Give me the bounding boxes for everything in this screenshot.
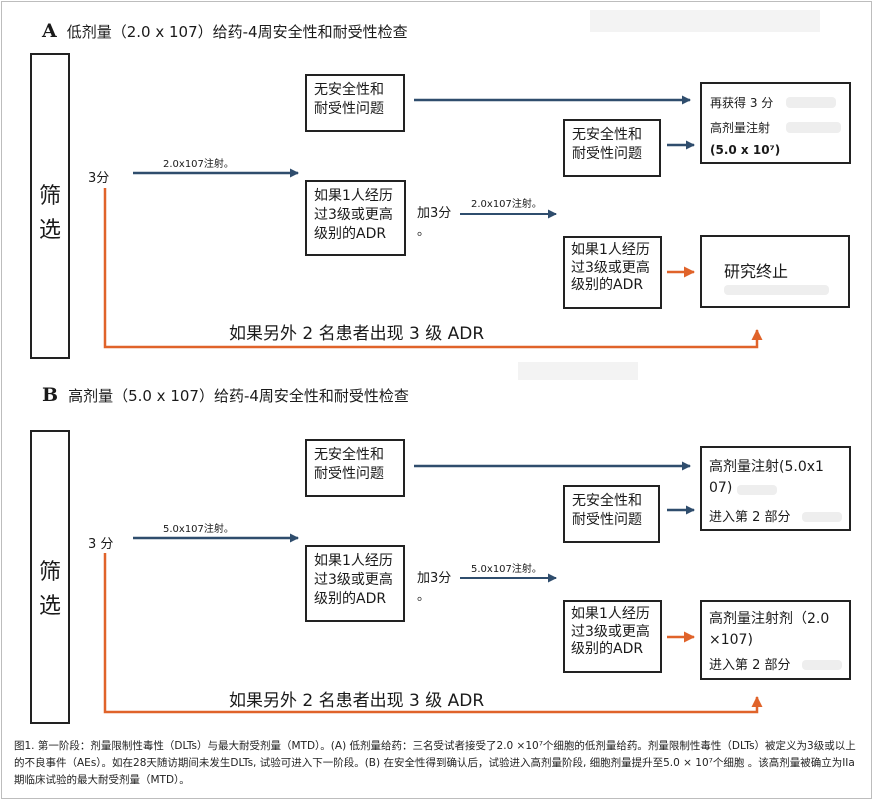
extra-adr-label-a: 如果另外 2 名患者出现 3 级 ADR [229, 324, 485, 344]
arrow-b-extra-adr-path [103, 553, 763, 714]
result-b1-line-2: 07) [709, 480, 733, 496]
screening-box-b: 筛 选 [30, 430, 70, 724]
screening-char-1: 筛 [38, 184, 61, 209]
faded-text [802, 660, 842, 670]
high-dose-result-box-a: 再获得 3 分 高剂量注射 (5.0 x 10⁷) [700, 82, 851, 164]
high-dose-result-box-b-1: 高剂量注射(5.0x1 07) 进入第 2 部分 [700, 446, 851, 531]
result-b2-line-2: ×107) [709, 632, 753, 648]
adr-box-a-2: 如果1人经历过3级或更高级别的ADR [563, 236, 662, 309]
adr-box-b: 如果1人经历过3级或更高级别的ADR [305, 545, 405, 622]
result-b2-line-3: 进入第 2 部分 [709, 658, 791, 673]
result-a-line-3: (5.0 x 10⁷) [710, 143, 781, 157]
add-three-label-a: 加3分 [417, 206, 452, 221]
panel-b-title: B 高剂量（5.0 x 107）给药-4周安全性和耐受性检查 [42, 384, 409, 406]
faint-background-artifact [590, 10, 820, 32]
screening-char-2: 选 [38, 594, 61, 619]
arrow-a-extra-adr-path [103, 188, 763, 349]
screening-box-a: 筛 选 [30, 53, 70, 359]
panel-b-letter: B [42, 384, 59, 406]
no-issue-box-a: 无安全性和耐受性问题 [305, 74, 405, 132]
dose-label-a-2: 2.0x107注射。 [471, 199, 542, 210]
faded-text [724, 285, 829, 295]
no-issue-box-b-2: 无安全性和耐受性问题 [563, 485, 660, 543]
result-b1-line-1: 高剂量注射(5.0x1 [709, 459, 824, 475]
result-a-line-2: 高剂量注射 [710, 121, 771, 135]
add-three-dot-b: 。 [417, 589, 431, 604]
no-issue-box-a-2: 无安全性和耐受性问题 [563, 119, 661, 177]
panel-a-title: A 低剂量（2.0 x 107）给药-4周安全性和耐受性检查 [42, 20, 408, 42]
panel-b-title-text: 高剂量（5.0 x 107）给药-4周安全性和耐受性检查 [68, 387, 409, 405]
faded-text [802, 512, 842, 522]
add-three-dot-a: 。 [417, 224, 431, 239]
faded-text [786, 122, 841, 133]
study-terminated-box: 研究终止 [700, 235, 850, 308]
panel-a-title-text: 低剂量（2.0 x 107）给药-4周安全性和耐受性检查 [66, 23, 408, 41]
faded-text [786, 97, 836, 108]
figure-caption: 图1. 第一阶段：剂量限制性毒性（DLTs）与最大耐受剂量（MTD）。(A) 低… [14, 740, 856, 786]
dose-label-b-2: 5.0x107注射。 [471, 564, 542, 575]
screening-char-2: 选 [38, 218, 61, 243]
dose-label-a-1: 2.0x107注射。 [163, 159, 234, 170]
result-b1-line-3: 进入第 2 部分 [709, 510, 791, 525]
result-b2-line-1: 高剂量注射剂（2.0 [709, 611, 830, 627]
panel-a-letter: A [42, 20, 57, 42]
faded-text [737, 485, 777, 495]
result-a-line-1: 再获得 3 分 [710, 96, 774, 110]
dose-label-b-1: 5.0x107注射。 [163, 524, 234, 535]
no-issue-box-b: 无安全性和耐受性问题 [305, 439, 405, 497]
add-three-label-b: 加3分 [417, 571, 452, 586]
adr-box-a: 如果1人经历过3级或更高级别的ADR [305, 180, 406, 256]
high-dose-result-box-b-2: 高剂量注射剂（2.0 ×107) 进入第 2 部分 [700, 600, 851, 680]
extra-adr-label-b: 如果另外 2 名患者出现 3 级 ADR [229, 691, 485, 711]
study-terminated-label: 研究终止 [724, 262, 789, 281]
patients-label-a: 3分 [88, 171, 110, 186]
faint-background-artifact [518, 362, 638, 380]
screening-char-1: 筛 [38, 560, 61, 585]
adr-box-b-2: 如果1人经历过3级或更高级别的ADR [563, 600, 662, 673]
patients-label-b: 3 分 [88, 537, 114, 552]
